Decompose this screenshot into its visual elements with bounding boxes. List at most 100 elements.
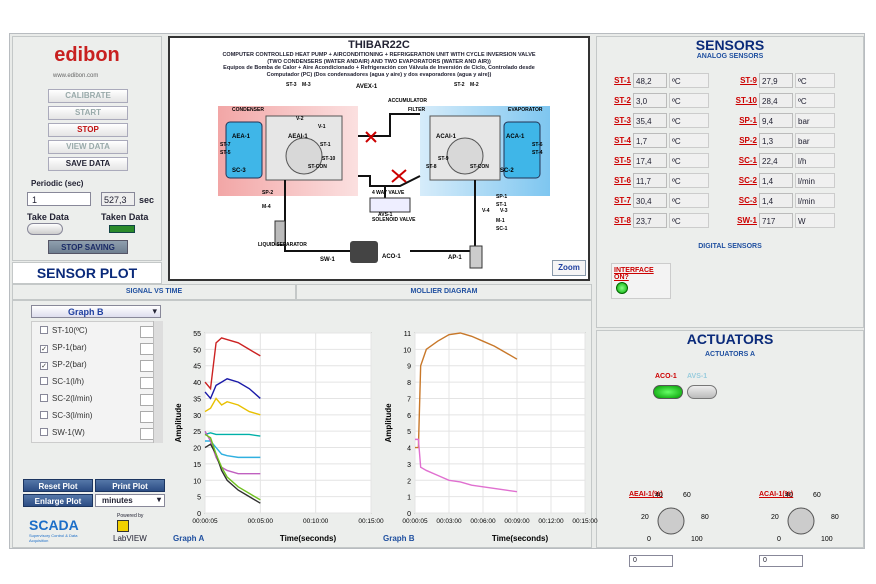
sensor-name: ST-9 xyxy=(740,76,757,85)
signal-checkbox[interactable] xyxy=(40,411,48,419)
y-tick-label: 6 xyxy=(407,413,411,420)
take-data-label: Take Data xyxy=(27,212,69,222)
signal-item[interactable]: SW-1(W) xyxy=(40,428,160,441)
stop-saving-button[interactable]: STOP SAVING xyxy=(48,240,128,254)
x-tick-label: 00:09:00 xyxy=(504,518,530,525)
svg-text:ST-2: ST-2 xyxy=(454,82,465,88)
svg-text:AVEX-1: AVEX-1 xyxy=(356,84,378,90)
actuators-subtitle: ACTUATORS A xyxy=(704,351,756,358)
y-tick-label: 50 xyxy=(193,347,201,354)
tab-mollier[interactable]: MOLLIER DIAGRAM xyxy=(296,284,592,300)
units-select[interactable]: minutes ▾ xyxy=(95,494,165,507)
stop-button[interactable]: STOP xyxy=(48,123,128,137)
aco1-toggle[interactable] xyxy=(653,385,683,399)
print-plot-button[interactable]: Print Plot xyxy=(95,479,165,492)
signal-label: SC-2(l/min) xyxy=(52,394,93,403)
dial-tick: 60 xyxy=(813,492,821,499)
sensor-name: ST-6 xyxy=(614,176,631,185)
dial-tick: 0 xyxy=(647,536,651,543)
y-tick-label: 9 xyxy=(407,364,411,371)
sensor-name: ST-3 xyxy=(614,116,631,125)
svg-text:AEAI-1: AEAI-1 xyxy=(288,134,308,140)
list-scrollbar[interactable] xyxy=(153,321,163,443)
actuators-panel: ACTUATORS ACTUATORS A ACO-1 AVS-1 AEAI-1… xyxy=(596,330,864,567)
svg-text:SC-3: SC-3 xyxy=(232,168,246,174)
x-tick-label: 00:15:00 xyxy=(358,518,384,525)
signal-label: SW-1(W) xyxy=(52,428,85,437)
units-value: minutes xyxy=(102,496,133,505)
plot-bg xyxy=(204,332,372,514)
y-tick-label: 40 xyxy=(193,380,201,387)
svg-text:ST-9: ST-9 xyxy=(438,156,449,162)
knob[interactable] xyxy=(657,507,685,535)
signal-item[interactable]: SC-3(l/min) xyxy=(40,411,160,424)
signal-item[interactable]: ✓SP-1(bar) xyxy=(40,343,160,356)
avs1-toggle[interactable] xyxy=(687,385,717,399)
control-panel: edibon www.edibon.com CALIBRATE START ST… xyxy=(12,36,162,261)
sensor-unit: ºC xyxy=(669,193,709,208)
series-line xyxy=(204,443,261,504)
signal-item[interactable]: SC-2(l/min) xyxy=(40,394,160,407)
x-tick-label: 00:03:00 xyxy=(436,518,462,525)
x-tick-label: 00:05:00 xyxy=(248,518,274,525)
knob1-label: AEAI-1(%) xyxy=(629,491,663,498)
sensor-name: SP-1 xyxy=(739,116,757,125)
compressor xyxy=(350,241,378,263)
zoom-button[interactable]: Zoom xyxy=(552,260,586,276)
svg-text:ST-3: ST-3 xyxy=(286,82,297,88)
avs1-label: AVS-1 xyxy=(687,373,708,380)
sensor-name: ST-1 xyxy=(614,76,631,85)
take-data-toggle[interactable] xyxy=(27,223,63,235)
signal-checkbox[interactable]: ✓ xyxy=(40,362,48,370)
dial-tick: 80 xyxy=(831,514,839,521)
graph-select[interactable]: Graph B ▾ xyxy=(31,305,161,318)
units-chevron-icon: ▾ xyxy=(156,495,161,504)
signal-checkbox[interactable] xyxy=(40,428,48,436)
tab-signal-vs-time[interactable]: SIGNAL VS TIME xyxy=(12,284,296,300)
save-data-button[interactable]: SAVE DATA xyxy=(48,157,128,171)
start-button[interactable]: START xyxy=(48,106,128,120)
svg-text:ST-7: ST-7 xyxy=(220,142,231,148)
y-tick-label: 5 xyxy=(197,495,201,502)
sensor-value: 1,4 xyxy=(759,173,793,188)
view-data-button[interactable]: VIEW DATA xyxy=(48,140,128,154)
knob1-input[interactable]: 0 xyxy=(629,555,673,567)
periodic-input[interactable]: 1 xyxy=(27,192,91,206)
diagram-subtitle-es: Equipos de Bomba de Calor + Aire Acondic… xyxy=(223,65,535,78)
svg-text:M-1: M-1 xyxy=(496,218,505,224)
calibrate-button[interactable]: CALIBRATE xyxy=(48,89,128,103)
enlarge-plot-button[interactable]: Enlarge Plot xyxy=(23,494,93,507)
x-tick-label: 00:12:00 xyxy=(538,518,564,525)
graph-select-value: Graph B xyxy=(68,307,104,317)
sensor-plot-title: SENSOR PLOT xyxy=(36,265,138,281)
y-tick-label: 4 xyxy=(407,446,411,453)
svg-text:V-1: V-1 xyxy=(318,124,326,130)
signal-checkbox[interactable] xyxy=(40,394,48,402)
signal-checkbox[interactable] xyxy=(40,326,48,334)
svg-text:M-3: M-3 xyxy=(302,82,311,88)
reset-plot-button[interactable]: Reset Plot xyxy=(23,479,93,492)
signal-item[interactable]: SC-1(l/h) xyxy=(40,377,160,390)
signal-item[interactable]: ST-10(ºC) xyxy=(40,326,160,339)
tab-mollier-label: MOLLIER DIAGRAM xyxy=(410,288,478,295)
signal-checkbox[interactable]: ✓ xyxy=(40,345,48,353)
sensor-value: 23,7 xyxy=(633,213,667,228)
svg-text:ST-6: ST-6 xyxy=(532,142,543,148)
svg-text:ST-5: ST-5 xyxy=(220,150,231,156)
signal-checkbox[interactable] xyxy=(40,377,48,385)
liquid-separator xyxy=(274,220,286,246)
taken-data-label: Taken Data xyxy=(101,212,149,222)
signal-item[interactable]: ✓SP-2(bar) xyxy=(40,360,160,373)
knob2-input[interactable]: 0 xyxy=(759,555,803,567)
sensor-unit: bar xyxy=(795,113,835,128)
graph-title: Graph B xyxy=(383,534,415,543)
sensor-value: 11,7 xyxy=(633,173,667,188)
knob[interactable] xyxy=(787,507,815,535)
